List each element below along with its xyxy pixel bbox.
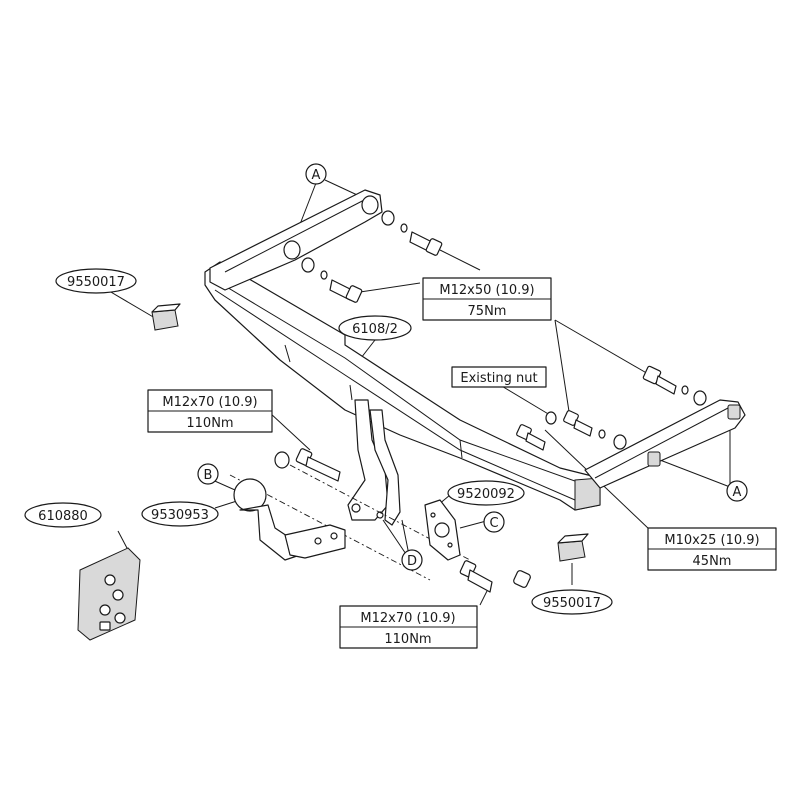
note-existing-nut-text: Existing nut xyxy=(460,371,537,386)
right-hardware xyxy=(516,365,707,451)
part-label-ball: 9530953 xyxy=(141,501,219,527)
spec-left-bolt-size: M12x70 (10.9) xyxy=(162,395,257,410)
spec-bottom-bolt-size: M12x70 (10.9) xyxy=(360,611,455,626)
spec-box-top-bolt: M12x50 (10.9) 75Nm xyxy=(422,277,552,321)
spec-top-bolt-torque: 75Nm xyxy=(468,304,507,319)
cap-left xyxy=(151,303,181,331)
tow-ball xyxy=(233,478,346,561)
callout-marker-c: C xyxy=(483,511,505,533)
socket-plate xyxy=(424,499,461,561)
center-bracket xyxy=(347,399,401,526)
part-label-socket-plate: 9520092 xyxy=(447,480,525,506)
marker-d-text: D xyxy=(407,554,417,569)
marker-b-text: B xyxy=(204,468,213,483)
spec-side-bolt-torque: 45Nm xyxy=(693,554,732,569)
callout-marker-b: B xyxy=(197,463,219,485)
spec-box-bottom-bolt: M12x70 (10.9) 110Nm xyxy=(339,605,478,649)
spec-box-side-bolt: M10x25 (10.9) 45Nm xyxy=(647,527,777,571)
part-label-kit: 610880 xyxy=(24,502,102,528)
marker-a-top-text: A xyxy=(312,168,321,183)
part-label-cap-right: 9550017 xyxy=(531,589,613,615)
bottom-bolt xyxy=(459,560,531,593)
spec-box-left-bolt: M12x70 (10.9) 110Nm xyxy=(147,389,273,433)
left-side-arm xyxy=(209,189,383,291)
part-label-beam: 6108/2 xyxy=(338,315,412,341)
right-side-arm xyxy=(584,399,746,489)
spec-left-bolt-torque: 110Nm xyxy=(186,416,233,431)
part-beam-text: 6108/2 xyxy=(352,322,398,337)
spec-top-bolt-size: M12x50 (10.9) xyxy=(439,283,534,298)
callout-marker-a-right: A xyxy=(726,480,748,502)
cross-beam xyxy=(204,261,601,511)
callout-marker-a-top: A xyxy=(305,163,327,185)
hardware-kit xyxy=(77,547,141,641)
callout-marker-d: D xyxy=(401,549,423,571)
part-label-cap-left: 9550017 xyxy=(55,268,137,294)
spec-side-bolt-size: M10x25 (10.9) xyxy=(664,533,759,548)
part-socket-plate-text: 9520092 xyxy=(457,487,515,502)
marker-a-right-text: A xyxy=(733,485,742,500)
marker-c-text: C xyxy=(489,516,498,531)
part-kit-text: 610880 xyxy=(38,509,88,524)
top-hardware xyxy=(301,210,443,303)
spec-bottom-bolt-torque: 110Nm xyxy=(384,632,431,647)
part-cap-right-text: 9550017 xyxy=(543,596,601,611)
part-cap-left-text: 9550017 xyxy=(67,275,125,290)
part-ball-text: 9530953 xyxy=(151,508,209,523)
cap-right xyxy=(557,533,589,562)
note-existing-nut: Existing nut xyxy=(451,366,547,388)
